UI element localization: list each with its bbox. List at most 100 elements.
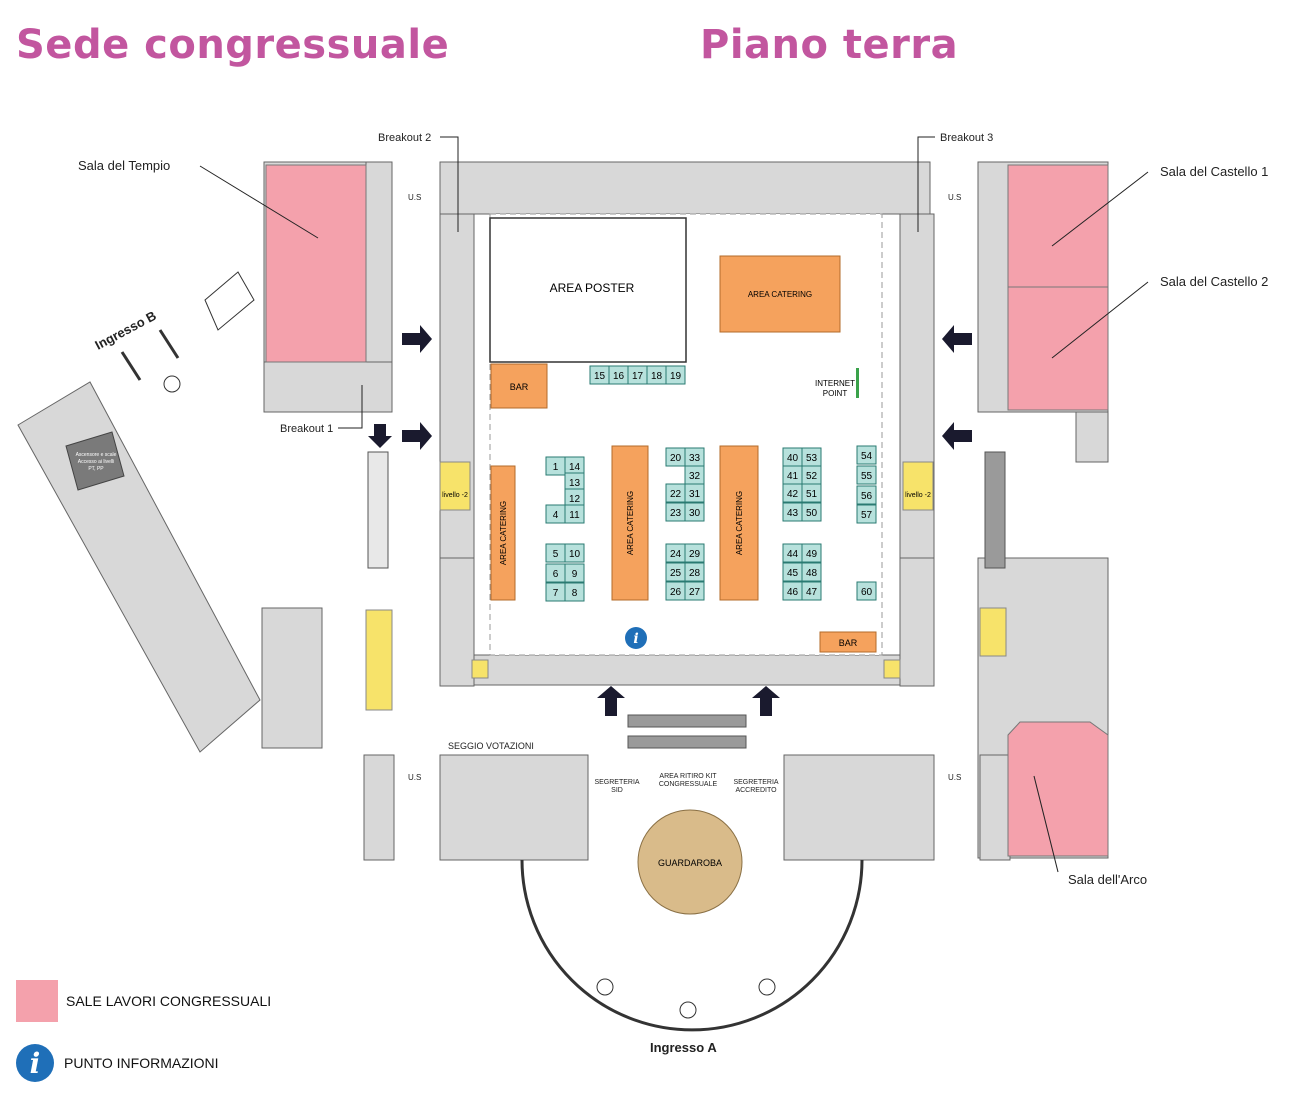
- label-seggio-votazioni: SEGGIO VOTAZIONI: [448, 741, 534, 751]
- stand-9[interactable]: [564, 563, 585, 583]
- label-segreteria-sid-2: SID: [611, 787, 623, 794]
- stand-number: 40: [787, 453, 799, 464]
- entrance-colonnade: [520, 859, 864, 1032]
- stand-number: 46: [787, 587, 799, 598]
- label-breakout-3: Breakout 3: [940, 132, 993, 144]
- lifts: [365, 461, 1007, 711]
- stand-number: 27: [689, 587, 701, 598]
- bar-bottom-label: BAR: [839, 638, 858, 648]
- catering-top-label: AREA CATERING: [748, 290, 812, 299]
- arrow-left-icon: [942, 325, 972, 353]
- stand-number: 28: [689, 568, 701, 579]
- stand-number: 20: [670, 453, 682, 464]
- area-poster-label: AREA POSTER: [550, 281, 635, 295]
- stand-number: 29: [689, 549, 701, 560]
- catering-areas: [490, 255, 877, 653]
- legend-info: i PUNTO INFORMAZIONI: [16, 1044, 219, 1082]
- stand-30[interactable]: [684, 502, 705, 522]
- catering-center-right[interactable]: [719, 445, 759, 601]
- label-area-ritiro-2: CONGRESSUALE: [659, 781, 718, 788]
- lift-livello-left[interactable]: [439, 461, 471, 511]
- bar-top-label: BAR: [510, 382, 529, 392]
- stand-number: 17: [632, 371, 644, 382]
- walkway-bottom: [627, 735, 747, 749]
- stand-27[interactable]: [684, 581, 705, 601]
- stand-number: 24: [670, 549, 682, 560]
- stand-54[interactable]: [856, 445, 877, 465]
- lift-livello-right[interactable]: [902, 461, 934, 511]
- stairs-ingresso-b: [204, 271, 255, 331]
- label-us-top-left: U.S: [408, 193, 421, 202]
- stand-8[interactable]: [564, 582, 585, 602]
- escalator-left: [367, 451, 389, 569]
- legend-sale: SALE LAVORI CONGRESSUALI: [16, 980, 271, 1022]
- label-us-top-right: U.S: [948, 193, 961, 202]
- label-breakout-1: Breakout 1: [280, 423, 333, 435]
- stand-31[interactable]: [684, 483, 705, 503]
- stand-11[interactable]: [564, 504, 585, 524]
- hall-sala-del-castello-1[interactable]: [1007, 164, 1109, 288]
- stand-number: 25: [670, 568, 682, 579]
- stand-57[interactable]: [856, 504, 877, 524]
- catering-left-label: AREA CATERING: [499, 501, 508, 565]
- stand-number: 56: [861, 491, 873, 502]
- hall-sala-dell-arco[interactable]: [1007, 721, 1109, 857]
- stand-number: 44: [787, 549, 799, 560]
- stand-56[interactable]: [856, 485, 877, 505]
- area-poster[interactable]: [489, 217, 687, 363]
- lift-right-lower[interactable]: [979, 607, 1007, 657]
- stand-number: 55: [861, 471, 873, 482]
- label-segreteria-sid-1: SEGRETERIA: [594, 779, 639, 786]
- stand-19[interactable]: [665, 365, 686, 385]
- catering-center-left[interactable]: [611, 445, 649, 601]
- stand-number: 6: [553, 569, 559, 580]
- stand-number: 31: [689, 489, 701, 500]
- stand-47[interactable]: [801, 581, 822, 601]
- accessible-right: [883, 659, 901, 679]
- stand-number: 14: [569, 462, 581, 473]
- stand-50[interactable]: [801, 502, 822, 522]
- stand-55[interactable]: [856, 465, 877, 485]
- lift-left-lower[interactable]: [365, 609, 393, 711]
- page-title-right: Piano terra: [700, 22, 959, 68]
- guardaroba[interactable]: [637, 809, 743, 915]
- catering-left[interactable]: [490, 465, 516, 601]
- stand-number: 13: [569, 478, 581, 489]
- page-title-left: Sede congressuale: [16, 22, 450, 68]
- stand-number: 53: [806, 453, 818, 464]
- stand-number: 52: [806, 471, 818, 482]
- hall-sala-del-castello-2[interactable]: [1007, 286, 1109, 411]
- stand-number: 7: [553, 588, 559, 599]
- stand-number: 16: [613, 371, 625, 382]
- stand-28[interactable]: [684, 562, 705, 582]
- stand-60[interactable]: [856, 581, 877, 601]
- ascensore-line1: Ascensore e scale: [76, 452, 117, 458]
- hall-sala-del-tempio[interactable]: [265, 164, 367, 363]
- label-sala-del-castello-1: Sala del Castello 1: [1160, 164, 1268, 179]
- catering-top[interactable]: [719, 255, 841, 333]
- arrow-up-icon: [597, 686, 625, 716]
- internet-point-marker: [856, 368, 859, 398]
- livello-left-label: livello -2: [442, 492, 468, 499]
- stand-49[interactable]: [801, 543, 822, 563]
- stand-10[interactable]: [564, 543, 585, 563]
- stand-51[interactable]: [801, 483, 822, 503]
- arrow-right-icon: [402, 325, 432, 353]
- stand-number: 26: [670, 587, 682, 598]
- ascensore-line2: Accesso ai livelli: [78, 459, 114, 465]
- info-point-icon[interactable]: [625, 627, 647, 649]
- stand-29[interactable]: [684, 543, 705, 563]
- bar-bottom[interactable]: [819, 631, 877, 653]
- label-us-bottom-right: U.S: [948, 773, 961, 782]
- congress-halls: [265, 164, 1109, 857]
- label-ingresso-b: Ingresso B: [92, 308, 158, 353]
- stand-number: 57: [861, 510, 873, 521]
- stand-number: 23: [670, 508, 682, 519]
- bar-top[interactable]: [490, 363, 548, 409]
- label-sala-dell-arco: Sala dell'Arco: [1068, 872, 1147, 887]
- label-segreteria-accredito-1: SEGRETERIA: [733, 779, 778, 786]
- stand-48[interactable]: [801, 562, 822, 582]
- stand-number: 9: [572, 569, 578, 580]
- stand-number: 49: [806, 549, 818, 560]
